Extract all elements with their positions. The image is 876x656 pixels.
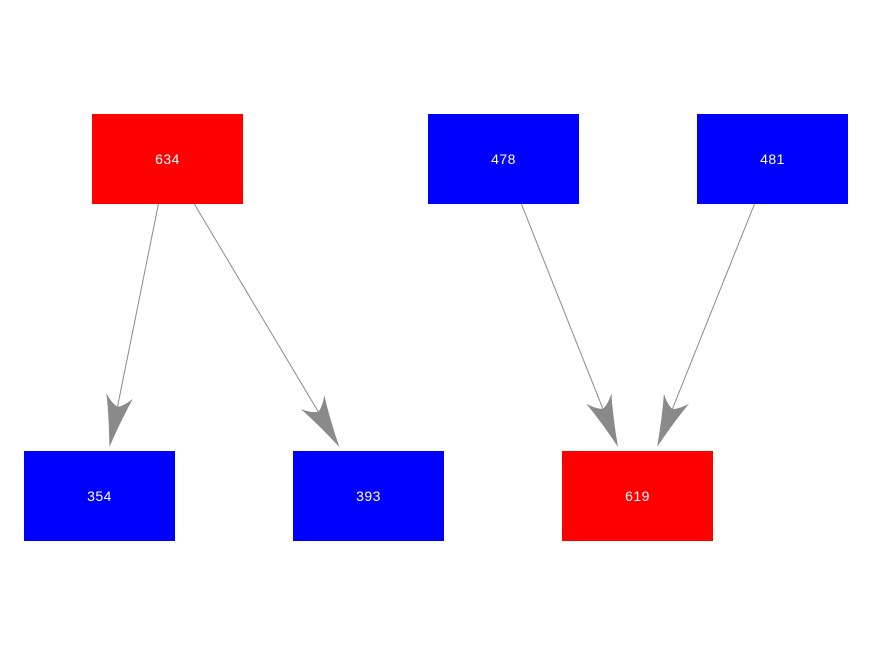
- graph-node-634: 634: [92, 114, 243, 204]
- edge-line-481-619: [671, 203, 755, 410]
- graph-node-481: 481: [697, 114, 848, 204]
- edge-arrowhead-478-619: [586, 393, 618, 447]
- edge-arrowhead-481-619: [657, 393, 689, 447]
- node-label: 393: [356, 488, 381, 504]
- graph-node-478: 478: [428, 114, 579, 204]
- edge-line-478-619: [520, 203, 604, 410]
- graph-node-619: 619: [562, 451, 713, 541]
- node-label: 619: [625, 488, 650, 504]
- edge-line-634-354: [117, 203, 159, 407]
- graph-node-354: 354: [24, 451, 175, 541]
- edge-arrowhead-634-354: [106, 393, 133, 447]
- graph-node-393: 393: [293, 451, 444, 541]
- edge-arrowhead-634-393: [301, 395, 340, 447]
- node-label: 634: [155, 151, 180, 167]
- edge-line-634-393: [193, 203, 319, 413]
- node-label: 354: [87, 488, 112, 504]
- node-label: 478: [491, 151, 516, 167]
- node-label: 481: [760, 151, 785, 167]
